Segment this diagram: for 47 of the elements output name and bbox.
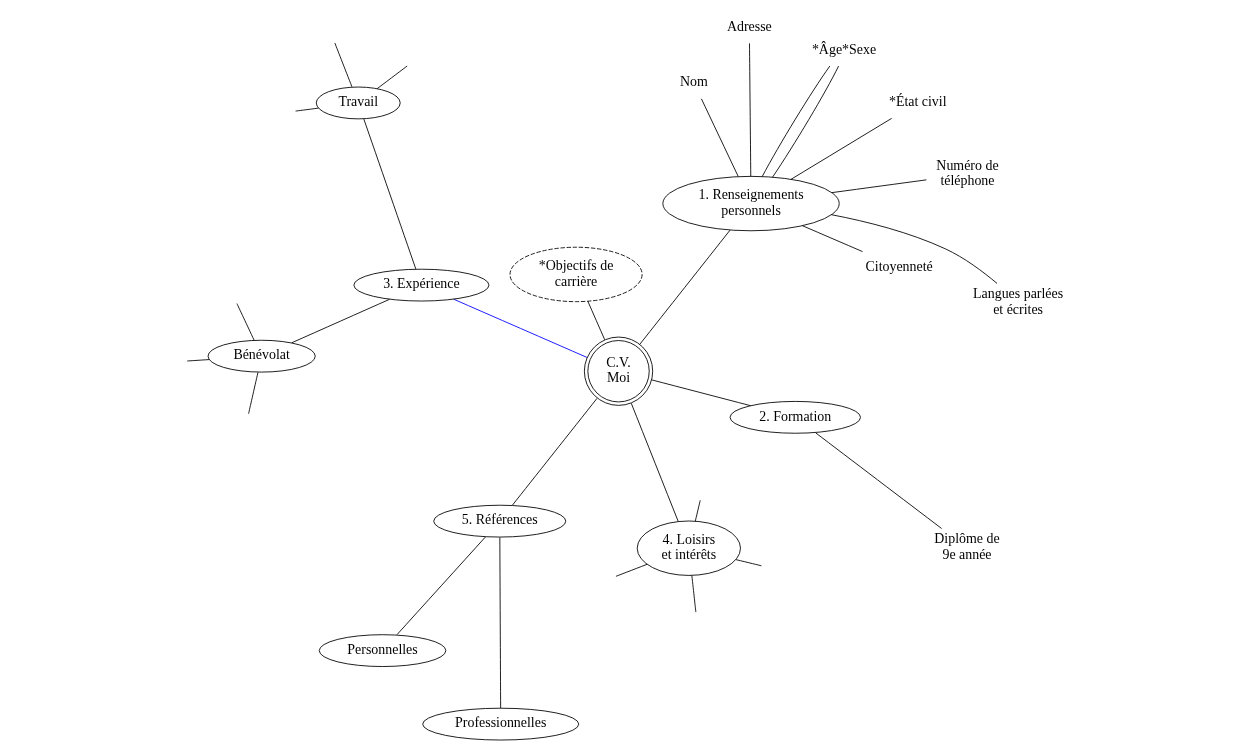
node-ellipse: Bénévolat [207,339,316,373]
connector [294,107,319,112]
connector [831,179,927,194]
connector [761,65,830,178]
node-ellipse: *Objectifs de carrière [509,246,643,303]
node-text: Diplôme de 9e année [933,531,1000,562]
connector [700,98,739,177]
connector [650,379,751,407]
node-ellipse: Travail [315,86,401,120]
connector [511,397,597,506]
node-text: Nom [679,74,708,90]
connector [830,214,997,284]
connector [290,298,390,344]
node-text: Numéro de téléphone [935,157,999,189]
connector [814,432,942,529]
connector [498,537,501,709]
connector [735,559,762,567]
node-ellipse: 5. Références [432,504,566,538]
node-ellipse: 3. Expérience [352,268,489,302]
connector [638,229,730,345]
connector [771,65,839,178]
node-text: Adresse [726,18,772,34]
connector [694,499,701,522]
connector [690,575,696,613]
connector [452,298,588,358]
connector [748,42,751,177]
connector [630,402,679,523]
connector [586,300,605,341]
connector [333,42,352,88]
node-ellipse: 4. Loisirs et intérêts [636,520,741,576]
node-ellipse: Professionnelles [421,707,579,741]
node-ellipse: Personnelles [318,634,446,667]
connector [235,303,255,341]
connector [396,536,486,636]
node-text: Citoyenneté [864,258,933,274]
node-ellipse: 2. Formation [729,401,861,434]
connector [186,359,210,362]
node-text: Langues parlées et écrites [972,286,1063,317]
connector [247,371,258,415]
connector [801,225,863,253]
connector [615,563,647,577]
node-text: *Âge*Sexe [811,41,876,57]
node-ellipse: 1. Renseignements personnels [661,175,840,232]
connector [362,118,416,270]
connector [790,117,892,180]
connector [376,65,408,90]
node-text: *État civil [888,93,947,109]
